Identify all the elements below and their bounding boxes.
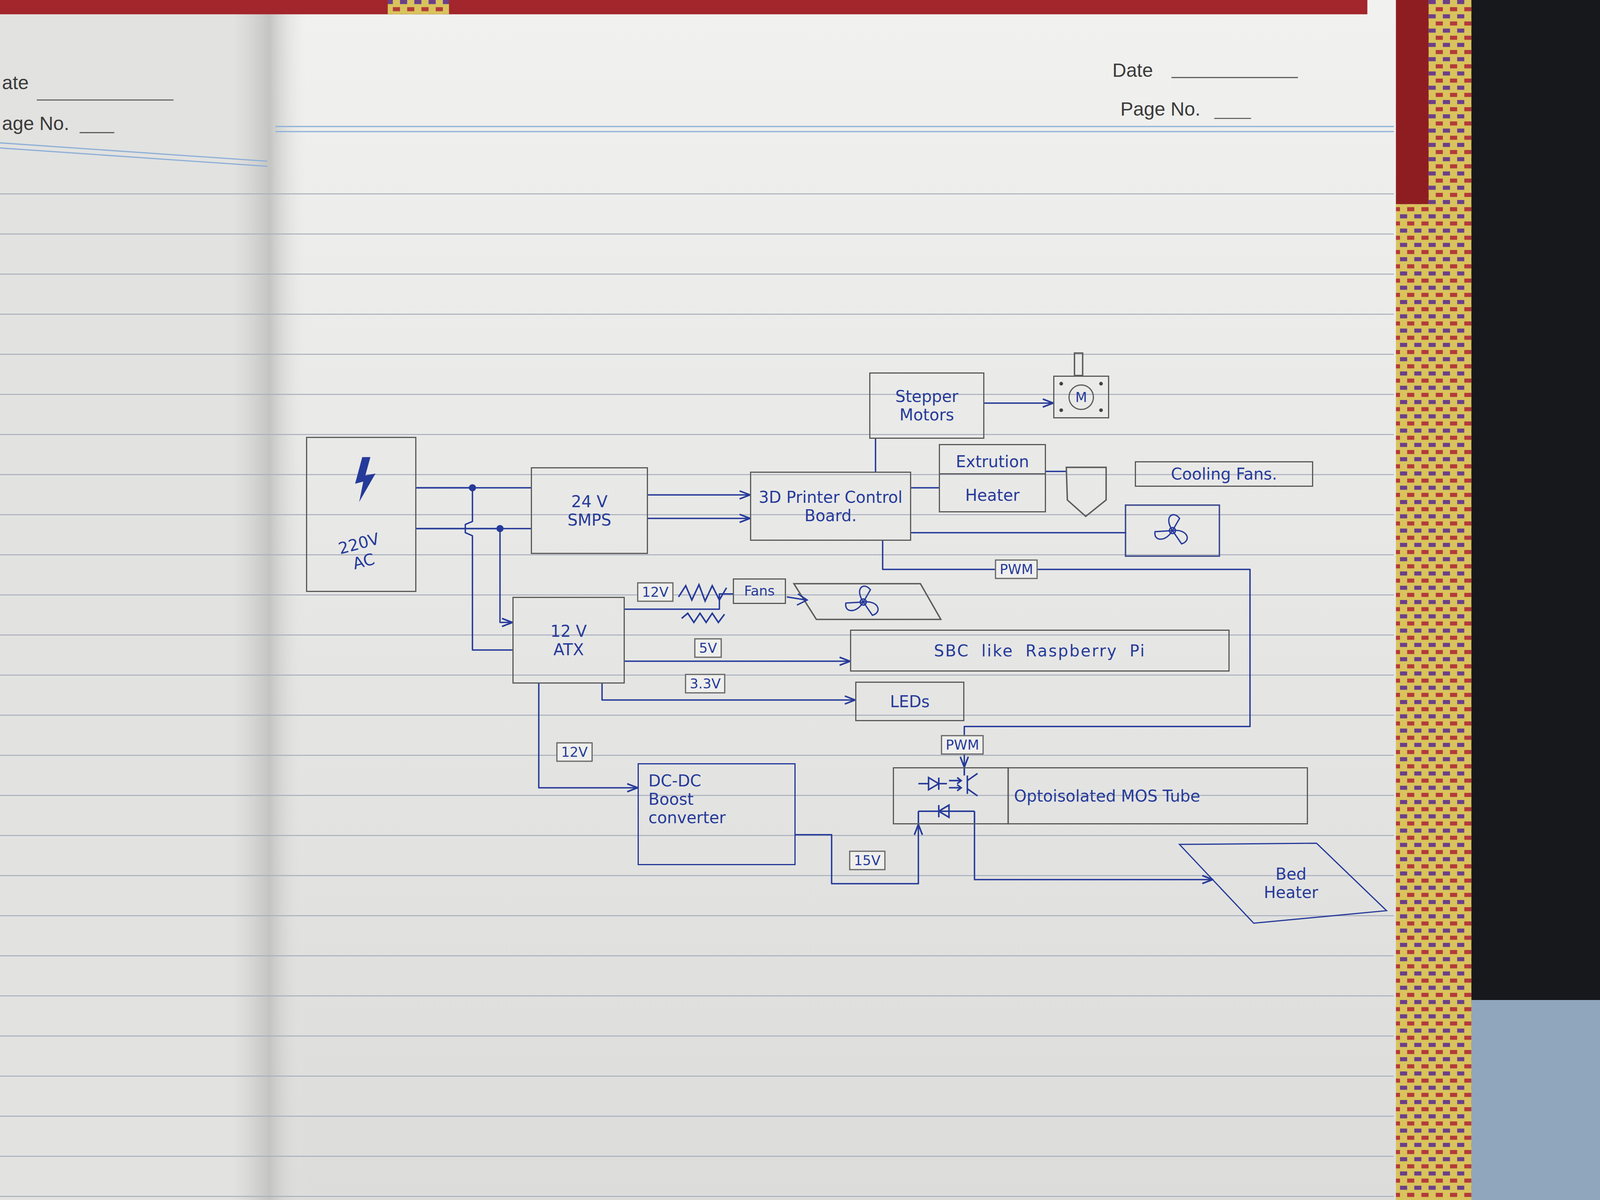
connector-wire [874, 438, 877, 472]
motor-screw [1099, 408, 1103, 412]
box-label: Fans [744, 583, 775, 599]
top-fabric-pattern [387, 0, 449, 15]
connector-wire [416, 487, 513, 650]
voltage-tag: 15V [849, 850, 886, 871]
connector-wire [416, 528, 513, 623]
box-label: Extrution [940, 450, 1045, 475]
connector-wire [974, 824, 1213, 880]
connector-wire [911, 487, 939, 489]
right-page [0, 0, 1396, 1200]
box-label: Stepper Motors [874, 387, 980, 424]
opto-divider [1007, 767, 1010, 825]
connector-wire [911, 532, 1126, 534]
connector-wire [648, 494, 750, 496]
fan-outline [794, 583, 941, 620]
nozzle-wire [1046, 470, 1067, 473]
header-text: Page No. [1120, 98, 1201, 120]
header-blank [36, 77, 1298, 133]
fan-icon [1154, 514, 1188, 544]
voltage-tag: 5V [694, 638, 722, 658]
box-label: 220V AC [333, 528, 390, 577]
block-box: Fans [732, 578, 786, 604]
box-label: DC-DC Boost converter [648, 771, 749, 827]
fan-icon [845, 586, 878, 616]
box-label: 12 V ATX [538, 622, 599, 659]
box-label: Optoisolated MOS Tube [1014, 786, 1200, 806]
header-text: age No. [2, 112, 70, 135]
block-box: 220V AC [306, 436, 417, 592]
connector-wire [795, 824, 919, 884]
box-label: LEDs [890, 692, 930, 711]
header-text: Date [1112, 59, 1153, 82]
fan-arrow [786, 594, 808, 606]
lightning-symbol [355, 457, 376, 502]
mosfet-diode [918, 805, 975, 825]
block-box: DC-DC Boost converter [637, 763, 796, 866]
voltage-tag: 3.3V [684, 674, 726, 694]
box-label: M [1068, 384, 1094, 410]
signal-tag: PWM [940, 735, 984, 755]
voltage-tag: 12V [637, 582, 674, 602]
phototransistor [967, 773, 978, 796]
fan-hub [860, 598, 867, 605]
motor-screw [1059, 382, 1063, 386]
voltage-tag: PWM [994, 559, 1038, 580]
wires [416, 403, 1250, 884]
voltage-tag: 12V [556, 742, 593, 762]
fan-hub [1169, 527, 1176, 534]
box-label: Cooling Fans. [1134, 461, 1314, 487]
top-fabric [0, 0, 1368, 15]
block-box: M [1053, 375, 1110, 419]
block-box: Stepper Motors [869, 372, 985, 439]
block-box: 3D Printer Control Board. [750, 471, 912, 541]
bed-outline [1179, 843, 1387, 924]
block-box: Cooling Fans. [1125, 461, 1314, 556]
fan-icon-box [1125, 505, 1220, 557]
connector-wire [882, 540, 1250, 768]
connector-wire [984, 402, 1054, 404]
light-arrows [948, 777, 962, 791]
left-page [0, 0, 268, 1200]
optocoupler-symbol [918, 767, 978, 825]
block-box: Bed Heater [1178, 842, 1388, 924]
motor-screw [1099, 382, 1103, 386]
box-label: Bed Heater [1237, 864, 1330, 902]
block-box: Optoisolated MOS Tube [892, 767, 1308, 825]
block-box: LEDs [855, 681, 965, 722]
connector-wire [602, 683, 856, 700]
header-rule [0, 126, 1394, 166]
motor-shaft [1074, 353, 1083, 376]
block-box: 12 V ATX [512, 596, 625, 684]
block-box: ExtrutionHeater [938, 444, 1046, 513]
motor-screw [1059, 408, 1063, 412]
box-label: 3D Printer Control Board. [755, 488, 906, 525]
connector-wire [648, 517, 750, 520]
box-label: SBC like Raspberry Pi [934, 641, 1146, 660]
scribble [681, 613, 725, 623]
floor-patch [1469, 1000, 1600, 1200]
header-text: ate [2, 71, 29, 94]
box-label: Heater [940, 483, 1045, 507]
block-box: SBC like Raspberry Pi [850, 629, 1230, 672]
spine-shadow [232, 0, 307, 1200]
block-box: 24 V SMPS [530, 467, 648, 554]
box-label: 24 V SMPS [559, 492, 620, 530]
connector-wire [624, 660, 850, 662]
connector-wire [538, 683, 638, 788]
ruled-lines [0, 194, 1394, 1197]
nozzle-symbol [1066, 467, 1106, 516]
